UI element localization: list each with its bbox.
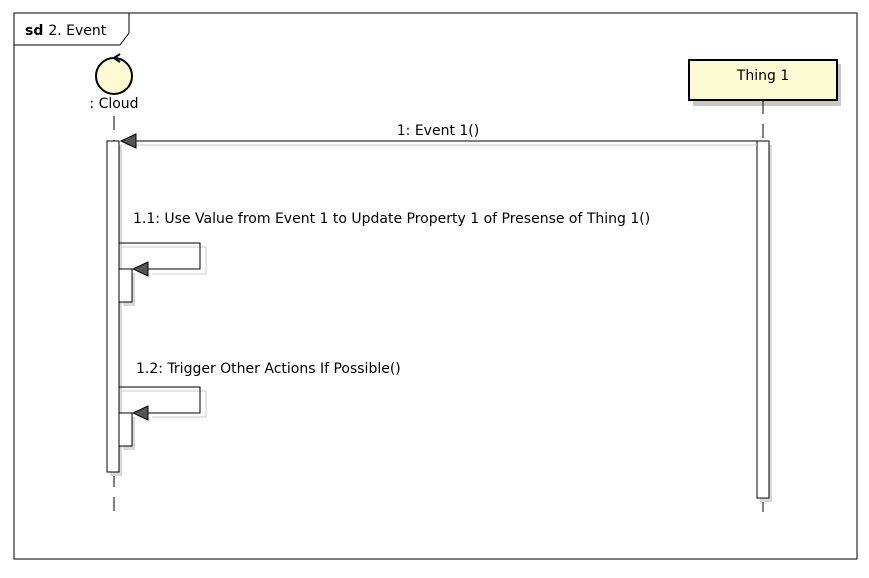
frame-label-box — [13, 12, 130, 46]
message-1-1-line — [119, 242, 201, 270]
message-1-2-shadow — [122, 390, 207, 418]
message-1-2-arrowhead — [131, 405, 149, 421]
thing-lifeline-label: Thing 1 — [736, 68, 789, 84]
nested-activation-2 — [118, 412, 133, 447]
cloud-lifeline-label: : Cloud — [89, 96, 138, 112]
frame-keyword: sd — [25, 23, 43, 39]
message-1-2-label: 1.2: Trigger Other Actions If Possible() — [136, 361, 401, 377]
control-circle-icon — [95, 53, 133, 95]
cloud-activation-bar — [106, 140, 120, 473]
message-1-1-shadow — [122, 246, 207, 275]
message-1-1-arrowhead — [131, 261, 149, 277]
frame-label: sd 2. Event — [25, 23, 107, 39]
nested-activation-1 — [118, 268, 133, 303]
thing-activation-bar — [756, 140, 770, 499]
frame-title: 2. Event — [48, 23, 106, 39]
message-1-2-line — [119, 386, 201, 414]
message-1-arrowhead — [119, 133, 137, 149]
message-1-label: 1: Event 1() — [397, 123, 479, 139]
message-1-1-label: 1.1: Use Value from Event 1 to Update Pr… — [133, 211, 650, 227]
thing-lifeline-box — [688, 59, 838, 101]
